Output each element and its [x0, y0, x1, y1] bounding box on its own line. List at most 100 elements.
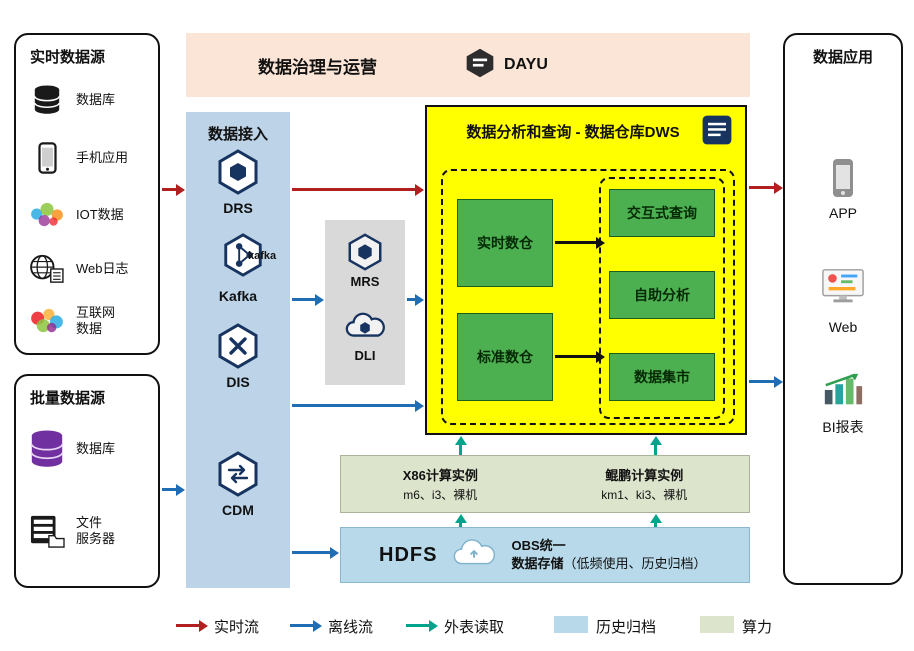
source-item-label: 互联网数据	[76, 304, 116, 336]
legend-compute-swatch	[700, 616, 734, 633]
kunpeng-compute-group: 鲲鹏计算实例 km1、ki3、裸机	[601, 465, 687, 503]
file-server-icon	[26, 514, 68, 548]
batch-sources-title: 批量数据源	[30, 390, 106, 407]
source-item-mobile-app: 手机应用	[26, 135, 154, 181]
obs-note: （低频使用、历史归档）	[563, 556, 707, 571]
x86-subtitle: m6、i3、裸机	[403, 488, 478, 502]
arrow-storage-to-compute-right	[649, 514, 662, 527]
bi-report-label: BI报表	[822, 419, 864, 435]
batch-sources-panel: 批量数据源 数据库	[14, 374, 160, 588]
legend-offline-label: 离线流	[328, 619, 374, 636]
legend-offline-arrow	[290, 619, 322, 632]
data-mart-box: 数据集市	[609, 353, 715, 401]
source-item-label: 数据库	[76, 440, 116, 456]
legend-compute-label: 算力	[742, 619, 773, 636]
dws-right-dashed-group	[599, 177, 725, 419]
arrow-storage-to-compute-left	[454, 514, 467, 527]
dws-outer-dashed-group	[441, 169, 735, 425]
purple-database-icon	[26, 429, 68, 469]
arrow-middleware-to-dws	[407, 293, 424, 306]
kunpeng-title: 鲲鹏计算实例	[605, 468, 684, 483]
internet-data-icon	[26, 307, 68, 335]
source-item-database: 数据库	[26, 77, 154, 123]
arrow-access-to-dws-realtime	[292, 183, 424, 196]
arrow-access-to-middleware	[292, 293, 324, 306]
dws-title: 数据分析和查询 - 数据仓库DWS	[466, 124, 680, 141]
drs-hexagon-icon	[214, 148, 262, 201]
obs-line2: 数据存储	[511, 556, 564, 571]
web-app-icon	[785, 267, 901, 307]
source-item-iot: IOT数据	[26, 192, 154, 238]
obs-line1: OBS统一	[511, 538, 566, 554]
standard-warehouse-label: 标准数仓	[477, 349, 533, 365]
data-apps-title: 数据应用	[812, 49, 873, 66]
database-icon	[26, 84, 68, 116]
cdm-label: CDM	[222, 502, 254, 518]
dli-cloud-icon	[344, 310, 386, 347]
source-item-file-server: 文件服务器	[26, 508, 154, 554]
x86-compute-group: X86计算实例 m6、i3、裸机	[403, 465, 478, 503]
legend-history-swatch	[554, 616, 588, 633]
app-label: APP	[828, 205, 857, 221]
source-item-label: 手机应用	[76, 149, 129, 165]
iot-icon	[26, 201, 68, 229]
dws-document-icon	[699, 112, 735, 153]
source-item-internet-data: 互联网数据	[26, 298, 154, 344]
cdm-hexagon-icon	[214, 450, 262, 503]
obs-cloud-icon	[451, 536, 497, 575]
kafka-hexagon-icon	[220, 232, 266, 283]
self-service-analysis-label: 自助分析	[634, 287, 690, 303]
dis-hexagon-icon	[214, 322, 262, 375]
realtime-warehouse-box: 实时数仓	[457, 199, 553, 287]
x86-title: X86计算实例	[402, 468, 478, 483]
self-service-analysis-box: 自助分析	[609, 271, 715, 319]
source-item-batch-database: 数据库	[26, 426, 154, 472]
obs-storage-text: OBS统一 数据存储（低频使用、历史归档）	[511, 537, 706, 572]
realtime-sources-panel: 实时数据源 数据库 手机应用	[14, 33, 160, 355]
source-item-label: IOT数据	[76, 206, 124, 222]
standard-warehouse-box: 标准数仓	[457, 313, 553, 401]
dayu-logo-group: DAYU	[464, 33, 548, 97]
arrow-compute-to-dws-left	[454, 436, 467, 455]
governance-banner: 数据治理与运营 DAYU	[186, 33, 750, 97]
source-item-label: 文件服务器	[76, 514, 116, 546]
dis-label: DIS	[226, 374, 250, 390]
arrow-dws-to-apps-realtime	[749, 181, 783, 194]
data-access-title: 数据接入	[207, 126, 268, 143]
arrow-dws-to-apps-offline	[749, 375, 783, 388]
globe-weblog-icon	[26, 254, 68, 284]
drs-label: DRS	[223, 200, 253, 216]
arrow-compute-to-dws-right	[649, 436, 662, 455]
legend-external-read-label: 外表读取	[444, 619, 505, 636]
legend-history-label: 历史归档	[596, 619, 657, 636]
interactive-query-label: 交互式查询	[627, 205, 697, 221]
app-icon	[785, 157, 901, 199]
interactive-query-box: 交互式查询	[609, 189, 715, 237]
compute-instances-strip: X86计算实例 m6、i3、裸机 鲲鹏计算实例 km1、ki3、裸机	[340, 455, 750, 513]
web-label: Web	[828, 319, 858, 335]
dayu-logo-text: DAYU	[504, 56, 548, 73]
governance-title: 数据治理与运营	[258, 57, 377, 77]
kafka-wordmark: kafka	[248, 250, 277, 262]
arrow-realtime-to-query	[555, 236, 605, 249]
dayu-logo-icon	[464, 47, 496, 84]
realtime-sources-title: 实时数据源	[30, 49, 106, 66]
source-item-label: Web日志	[76, 260, 129, 276]
legend-external-read-arrow	[406, 619, 438, 632]
arrow-access-to-dws-offline	[292, 399, 424, 412]
middleware-box: MRS DLI	[325, 220, 405, 385]
kunpeng-subtitle: km1、ki3、裸机	[601, 488, 688, 502]
legend-realtime-arrow	[176, 619, 208, 632]
mrs-hexagon-icon	[345, 232, 385, 277]
arrow-cdm-to-hdfs	[292, 546, 339, 559]
dws-warehouse-box: 数据分析和查询 - 数据仓库DWS 实时数仓 标准数仓 交互式查询 自助分析 数…	[425, 105, 747, 435]
realtime-warehouse-label: 实时数仓	[477, 235, 533, 251]
bi-report-icon	[785, 370, 901, 408]
data-mart-label: 数据集市	[634, 369, 690, 385]
storage-strip: HDFS OBS统一 数据存储（低频使用、历史归档）	[340, 527, 750, 583]
data-access-column: 数据接入 DRS kafka Kafka	[186, 112, 290, 588]
data-apps-panel: 数据应用 APP Web	[783, 33, 903, 585]
mrs-label: MRS	[350, 274, 380, 289]
dli-label: DLI	[354, 348, 376, 363]
